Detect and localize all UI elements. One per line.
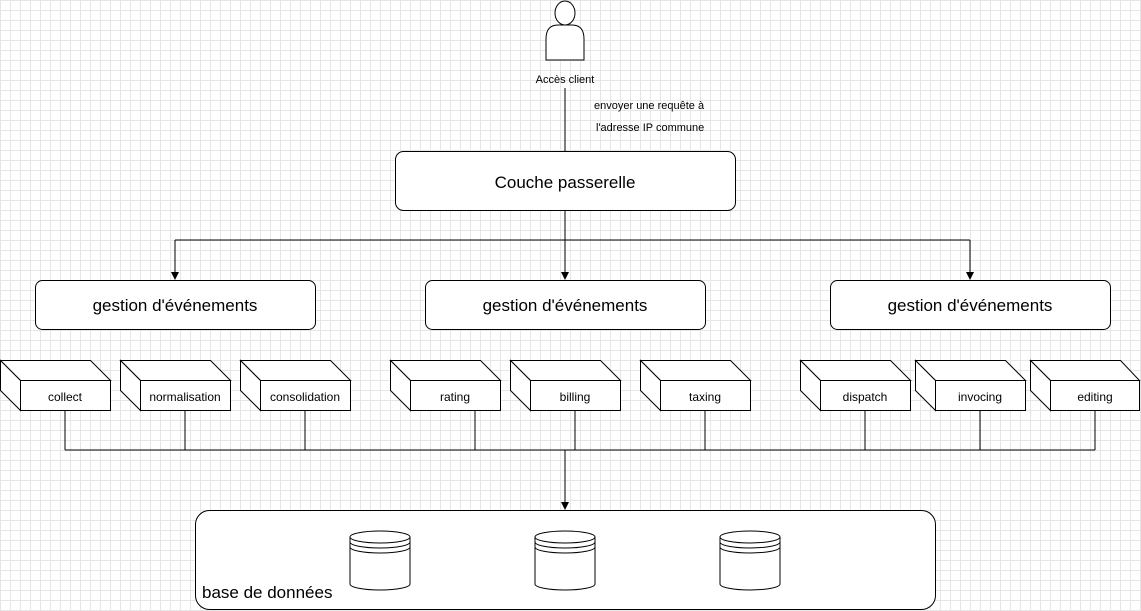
module-taxing[interactable]: taxing <box>639 359 752 412</box>
module-label: billing <box>560 390 591 404</box>
gateway-label: Couche passerelle <box>495 173 636 192</box>
person-body-icon <box>545 24 585 61</box>
gateway-rect <box>395 151 736 211</box>
request-label-line2: l'adresse IP commune <box>596 122 704 134</box>
module-front-face <box>935 380 1026 411</box>
module-normalisation[interactable]: normalisation <box>119 359 232 412</box>
event-manager-label: gestion d'événements <box>93 296 258 315</box>
person-icon <box>554 0 576 26</box>
module-front-face <box>140 380 231 411</box>
gateway-box[interactable]: Couche passerelle <box>395 151 736 211</box>
database-cylinder-icon <box>534 530 596 591</box>
module-drop-lines <box>64 410 1096 450</box>
module-front-face <box>1050 380 1140 411</box>
database-cylinder-icon <box>349 530 411 591</box>
database-container[interactable]: base de données <box>195 510 936 610</box>
module-label: normalisation <box>149 390 220 404</box>
database-label: base de données <box>202 583 332 602</box>
event-manager-label: gestion d'événements <box>888 296 1053 315</box>
module-front-face <box>410 380 501 411</box>
database-cylinder-icon <box>719 530 781 591</box>
module-label: collect <box>48 390 83 404</box>
event-manager-1[interactable]: gestion d'événements <box>35 280 316 330</box>
module-label: invocing <box>958 390 1002 404</box>
event-manager-3[interactable]: gestion d'événements <box>830 280 1111 330</box>
request-label-line1: envoyer une requête à <box>594 100 705 112</box>
module-label: editing <box>1077 390 1112 404</box>
event-manager-2[interactable]: gestion d'événements <box>425 280 706 330</box>
module-front-face <box>820 380 911 411</box>
module-label: taxing <box>689 390 721 404</box>
module-billing[interactable]: billing <box>509 359 622 412</box>
event-manager-rect <box>425 280 706 330</box>
module-front-face <box>660 380 751 411</box>
module-front-face <box>20 380 111 411</box>
client-label: Accès client <box>536 74 595 86</box>
module-consolidation[interactable]: consolidation <box>239 359 352 412</box>
connectors <box>64 88 1096 510</box>
module-editing[interactable]: editing <box>1029 359 1141 412</box>
module-label: dispatch <box>843 390 888 404</box>
module-front-face <box>530 380 621 411</box>
event-manager-rect <box>830 280 1111 330</box>
module-dispatch[interactable]: dispatch <box>799 359 912 412</box>
module-label: consolidation <box>270 390 340 404</box>
event-manager-rect <box>35 280 316 330</box>
module-label: rating <box>440 390 470 404</box>
module-rating[interactable]: rating <box>389 359 502 412</box>
module-front-face <box>260 380 351 411</box>
client-actor[interactable]: Accès client <box>536 0 595 86</box>
module-invocing[interactable]: invocing <box>914 359 1027 412</box>
module-collect[interactable]: collect <box>0 359 112 412</box>
event-manager-label: gestion d'événements <box>483 296 648 315</box>
database-cylinders <box>349 530 781 591</box>
